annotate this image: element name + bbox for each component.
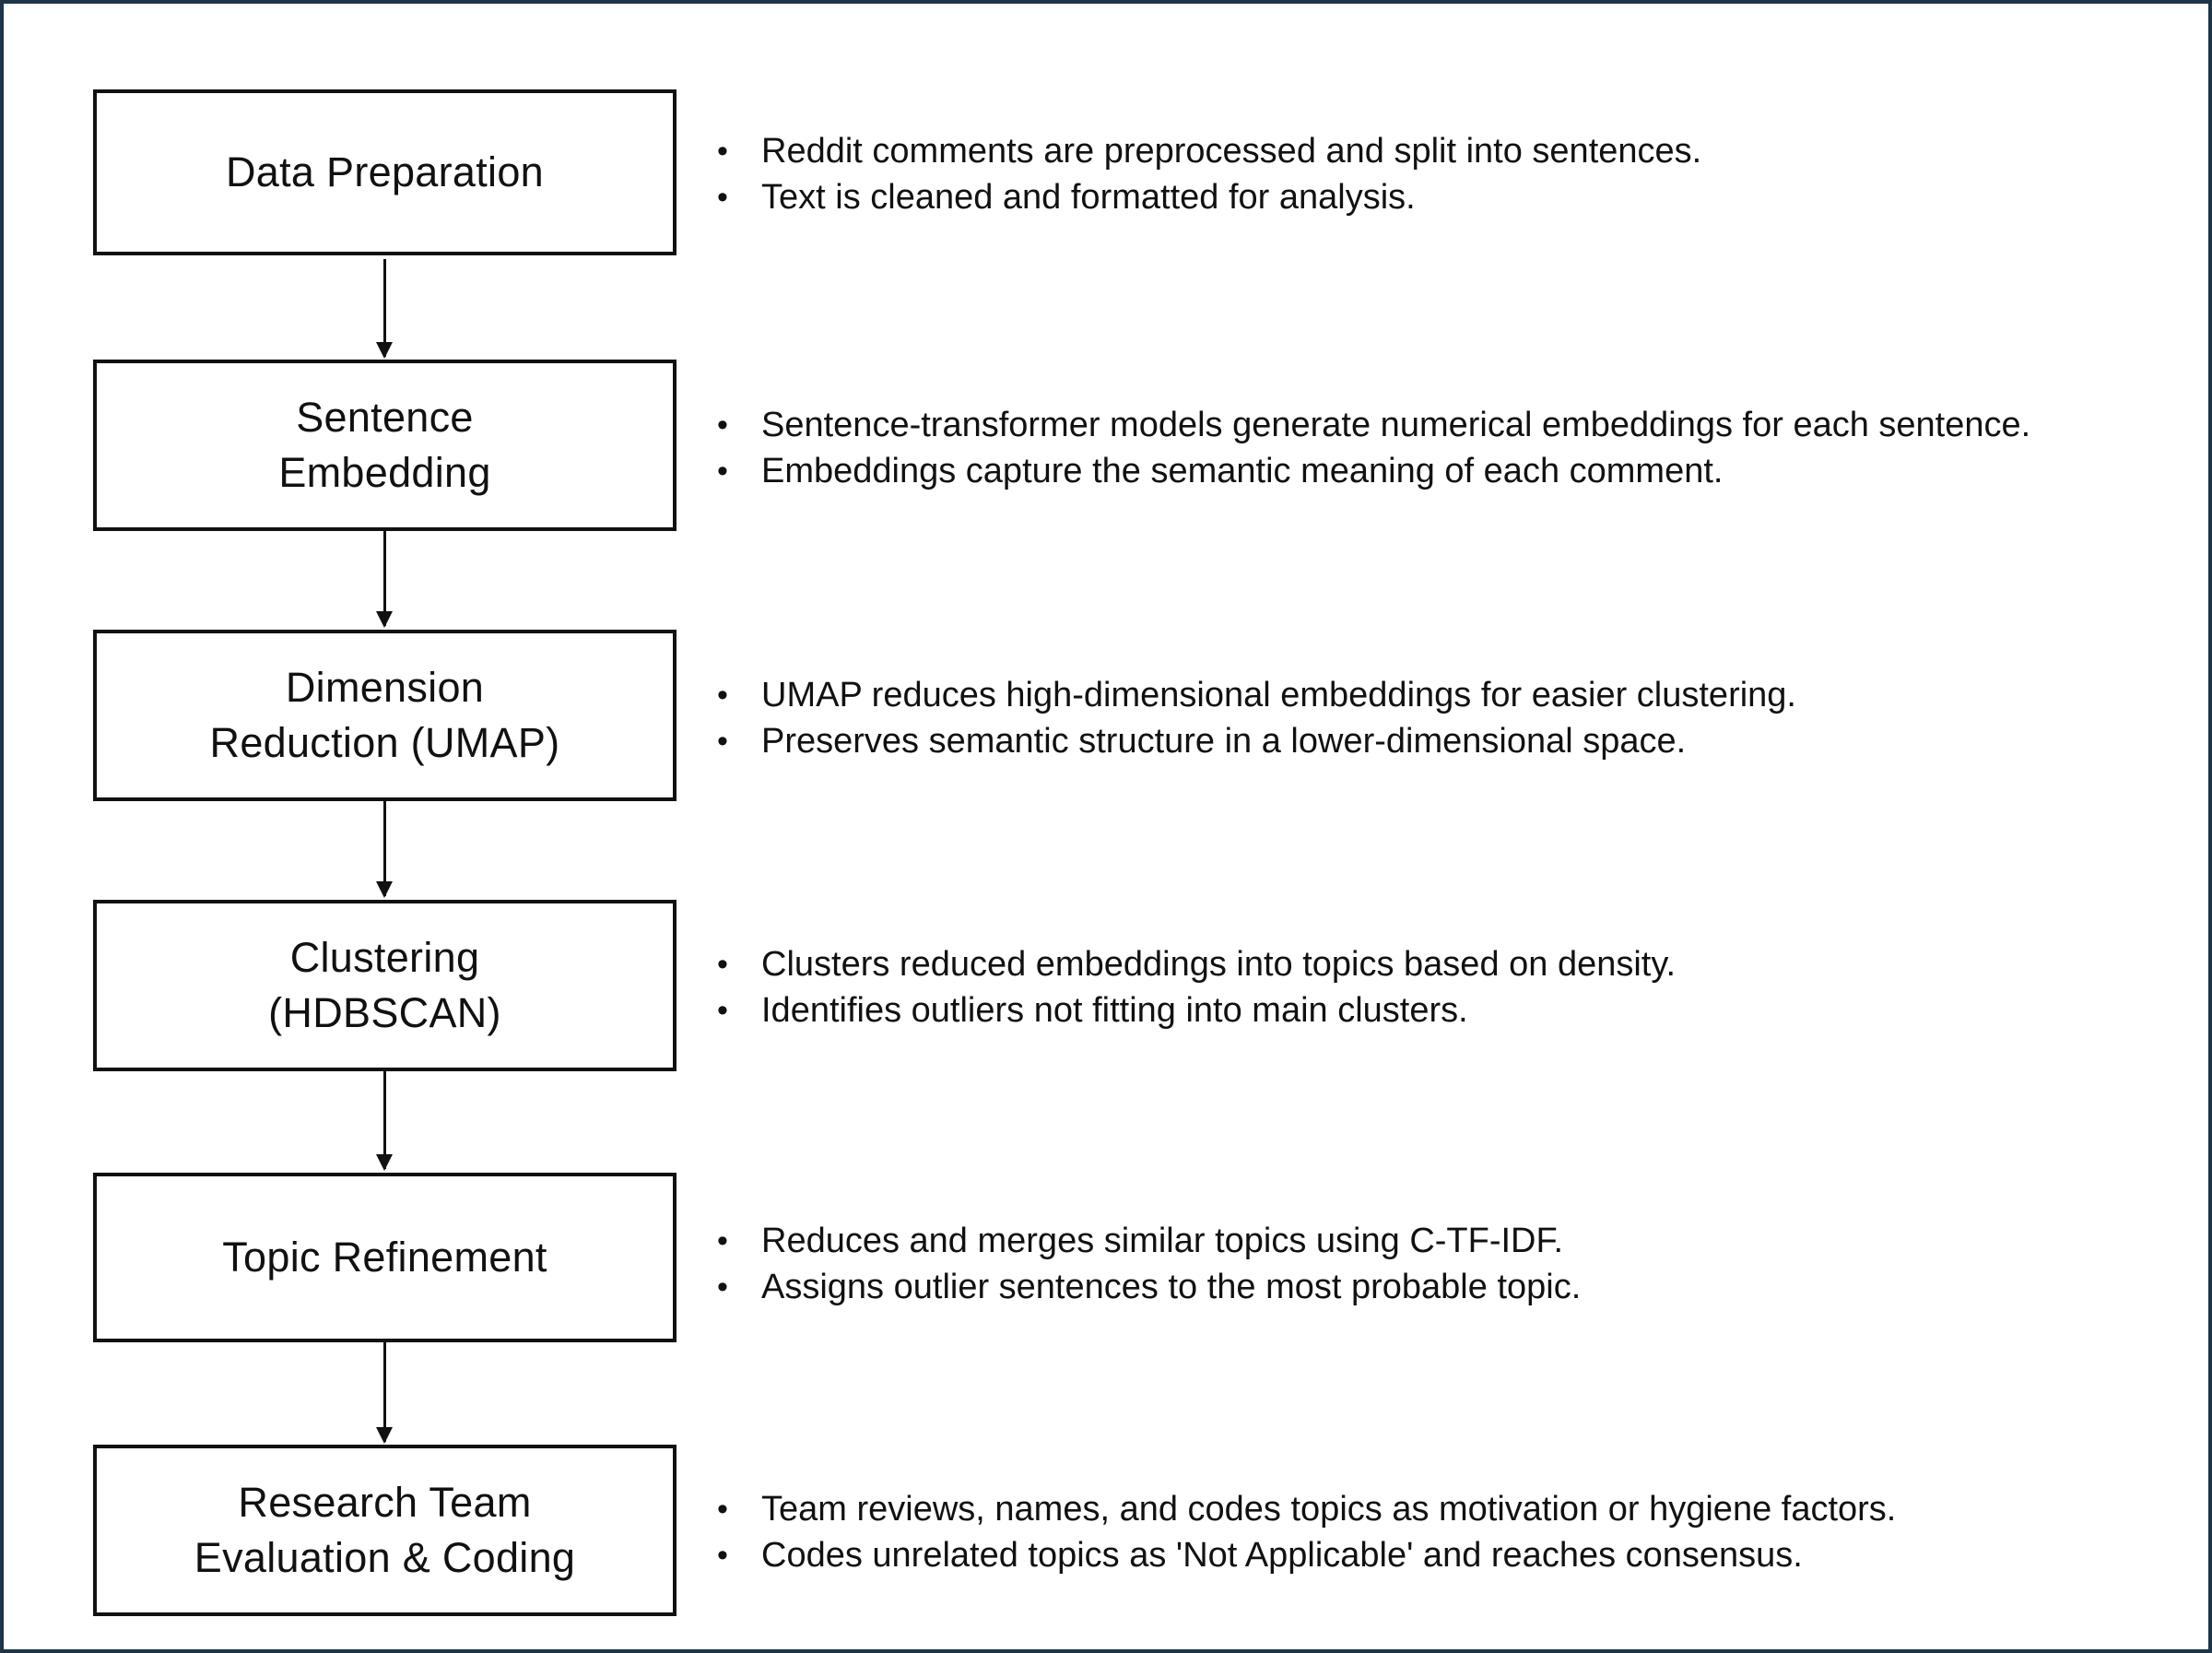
description-bullet: Text is cleaned and formatted for analys…	[713, 174, 1701, 220]
description-bullet: Codes unrelated topics as 'Not Applicabl…	[713, 1532, 1896, 1578]
step-box-topic-refinement: Topic Refinement	[93, 1173, 677, 1342]
step-description-list: UMAP reduces high-dimensional embeddings…	[713, 672, 1796, 764]
step-label: Dimension Reduction (UMAP)	[209, 664, 560, 766]
step-box-sentence-embedding: Sentence Embedding	[93, 360, 677, 531]
description-bullet: Identifies outliers not fitting into mai…	[713, 987, 1676, 1033]
description-bullet: Clusters reduced embeddings into topics …	[713, 941, 1676, 987]
step-label: Research Team Evaluation & Coding	[194, 1479, 576, 1581]
step-description-list: Team reviews, names, and codes topics as…	[713, 1486, 1896, 1578]
step-description-list: Reddit comments are preprocessed and spl…	[713, 128, 1701, 220]
description-bullet: Reduces and merges similar topics using …	[713, 1218, 1581, 1264]
step-label: Topic Refinement	[222, 1234, 547, 1281]
description-bullet: Embeddings capture the semantic meaning …	[713, 448, 2030, 494]
step-label: Data Preparation	[225, 148, 544, 195]
arrow-down	[376, 259, 393, 359]
step-description-list: Reduces and merges similar topics using …	[713, 1218, 1581, 1310]
arrow-down	[376, 1342, 393, 1444]
description-bullet: UMAP reduces high-dimensional embeddings…	[713, 672, 1796, 718]
arrow-down	[376, 1071, 393, 1171]
description-bullet: Team reviews, names, and codes topics as…	[713, 1486, 1896, 1532]
description-bullet: Assigns outlier sentences to the most pr…	[713, 1264, 1581, 1310]
step-box-clustering: Clustering (HDBSCAN)	[93, 900, 677, 1071]
step-description-list: Sentence-transformer models generate num…	[713, 402, 2030, 494]
step-description-list: Clusters reduced embeddings into topics …	[713, 941, 1676, 1033]
step-label: Sentence Embedding	[278, 394, 491, 496]
step-label: Clustering (HDBSCAN)	[268, 934, 501, 1036]
step-box-research-team-evaluation: Research Team Evaluation & Coding	[93, 1445, 677, 1616]
description-bullet: Reddit comments are preprocessed and spl…	[713, 128, 1701, 174]
step-box-dimension-reduction: Dimension Reduction (UMAP)	[93, 630, 677, 801]
arrow-down	[376, 531, 393, 628]
description-bullet: Preserves semantic structure in a lower-…	[713, 718, 1796, 764]
step-box-data-preparation: Data Preparation	[93, 89, 677, 255]
arrow-down	[376, 801, 393, 898]
description-bullet: Sentence-transformer models generate num…	[713, 402, 2030, 448]
